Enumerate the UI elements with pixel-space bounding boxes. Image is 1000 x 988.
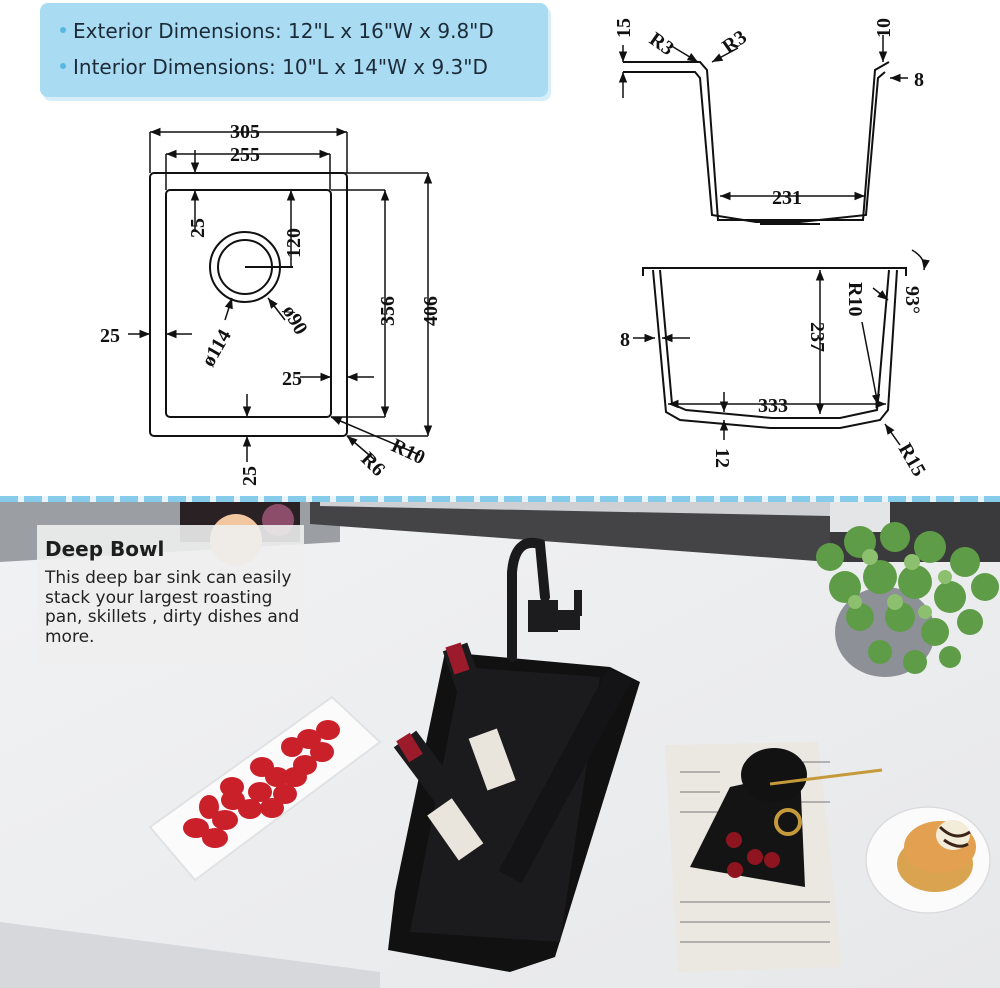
dim-length-inner: 356 (377, 296, 399, 326)
top-view-drawing (128, 127, 433, 462)
dim-bottom-width-front: 333 (758, 395, 788, 417)
dim-radius-right: R3 (718, 26, 751, 58)
faucet (507, 537, 582, 662)
dim-drain-outer: ø114 (197, 326, 236, 371)
dim-angle: 93° (901, 286, 923, 314)
bullet-icon (60, 26, 66, 33)
dim-corner-outer: R6 (356, 448, 389, 481)
kitchen-scene (0, 502, 1000, 988)
dim-width-inner: 255 (230, 144, 260, 166)
dim-rim-top: 25 (187, 218, 209, 238)
exterior-dimensions: Exterior Dimensions: 12"L x 16"W x 9.8"D (60, 19, 494, 43)
lifestyle-photo: Deep Bowl This deep bar sink can easily … (0, 502, 1000, 988)
dim-drain-offset: 120 (283, 228, 305, 258)
pancake-plate (865, 806, 991, 914)
technical-drawing: 305 255 25 120 356 406 25 25 25 ø114 ø90… (100, 18, 930, 486)
feature-card: Deep Bowl This deep bar sink can easily … (37, 525, 304, 664)
dim-drain-inner: ø90 (278, 302, 312, 339)
dim-depth: 237 (806, 322, 828, 352)
interior-dimensions: Interior Dimensions: 10"L x 14"W x 9.3"D (60, 55, 488, 79)
bullet-icon (60, 62, 66, 69)
dim-rim-right: 25 (282, 368, 302, 390)
dim-corner-inner: R10 (388, 435, 429, 469)
dim-length-outer: 406 (420, 296, 442, 326)
dim-radius-left: R3 (645, 28, 678, 60)
newspaper-placemat (665, 742, 883, 972)
dim-rim-bottom: 25 (239, 466, 261, 486)
dim-rim-top-side: 10 (873, 18, 895, 38)
feature-description: This deep bar sink can easily stack your… (45, 568, 300, 647)
dim-flange-height: 15 (613, 18, 635, 38)
dim-radius-lower: R15 (894, 440, 930, 481)
dimensions-callout: Exterior Dimensions: 12"L x 16"W x 9.8"D… (40, 3, 548, 97)
feature-title: Deep Bowl (45, 537, 165, 561)
wine-bottles (393, 642, 632, 884)
dim-wall-side: 8 (914, 69, 924, 91)
dim-radius-upper: R10 (844, 282, 866, 316)
side-view-drawing (618, 35, 908, 225)
spec-drawing-panel: Exterior Dimensions: 12"L x 16"W x 9.8"D… (40, 3, 930, 486)
dim-bottom-width-side: 231 (772, 187, 802, 209)
tomato-platter (148, 695, 382, 882)
dim-rim-left: 25 (100, 325, 120, 347)
dim-width-outer: 305 (230, 121, 260, 143)
dashed-divider (0, 496, 1000, 502)
dim-wall-front: 8 (620, 329, 630, 351)
front-view-drawing (633, 249, 930, 446)
potted-plant (816, 522, 999, 677)
dim-bottom-thickness: 12 (711, 448, 733, 468)
